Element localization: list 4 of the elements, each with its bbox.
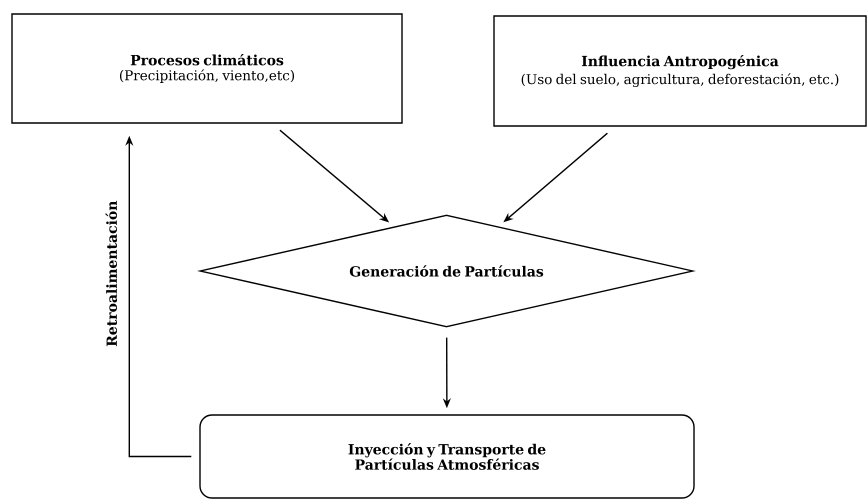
edge-label: Retroalimentación xyxy=(104,200,118,348)
process-box: Influencia Antropogénica (Uso del suelo, agricultura, deforestación, etc.) xyxy=(493,15,867,127)
process-box: Procesos climáticos (Precipitación, viento,etc) xyxy=(11,13,403,124)
rounded-box: Inyección y Transporte de Partículas Atmosféricas xyxy=(199,414,695,499)
